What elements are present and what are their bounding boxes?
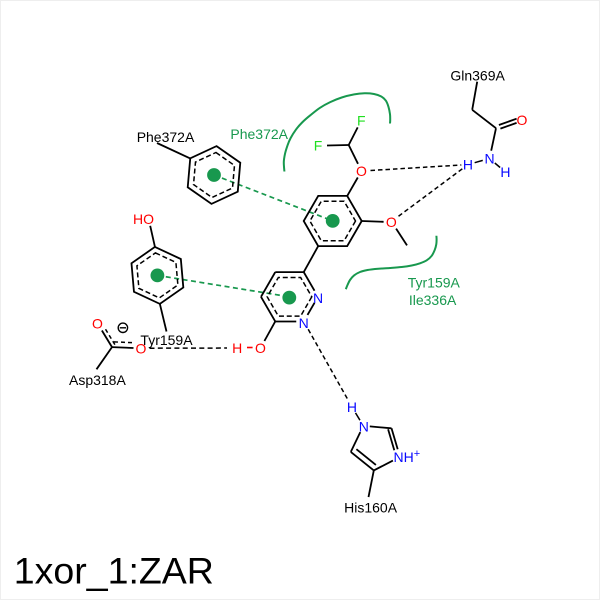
svg-text:O: O <box>136 340 147 356</box>
svg-text:Gln369A: Gln369A <box>450 68 505 84</box>
svg-text:Asp318A: Asp318A <box>69 372 126 388</box>
svg-text:O: O <box>356 163 367 179</box>
svg-text:Tyr159A: Tyr159A <box>408 275 461 291</box>
svg-text:F: F <box>357 112 366 128</box>
svg-text:N: N <box>359 418 369 434</box>
svg-text:Phe372A: Phe372A <box>137 129 195 145</box>
svg-text:O: O <box>255 340 266 356</box>
svg-text:O: O <box>517 112 528 128</box>
svg-text:HO: HO <box>133 211 154 227</box>
svg-text:O: O <box>92 316 103 332</box>
svg-text:Tyr159A: Tyr159A <box>140 332 193 348</box>
svg-text:1xor_1:ZAR: 1xor_1:ZAR <box>14 549 214 591</box>
svg-text:NH+: NH+ <box>394 448 421 465</box>
svg-text:N: N <box>484 151 494 167</box>
svg-text:N: N <box>299 315 309 331</box>
svg-text:Ile336A: Ile336A <box>409 292 457 308</box>
svg-text:O: O <box>386 214 397 230</box>
svg-text:His160A: His160A <box>344 500 398 516</box>
svg-text:H: H <box>463 157 473 173</box>
svg-text:H: H <box>232 340 242 356</box>
svg-text:H: H <box>347 399 357 415</box>
svg-text:N: N <box>313 290 323 306</box>
svg-text:H: H <box>500 164 510 180</box>
svg-text:F: F <box>314 138 323 154</box>
svg-text:Phe372A: Phe372A <box>230 126 288 142</box>
